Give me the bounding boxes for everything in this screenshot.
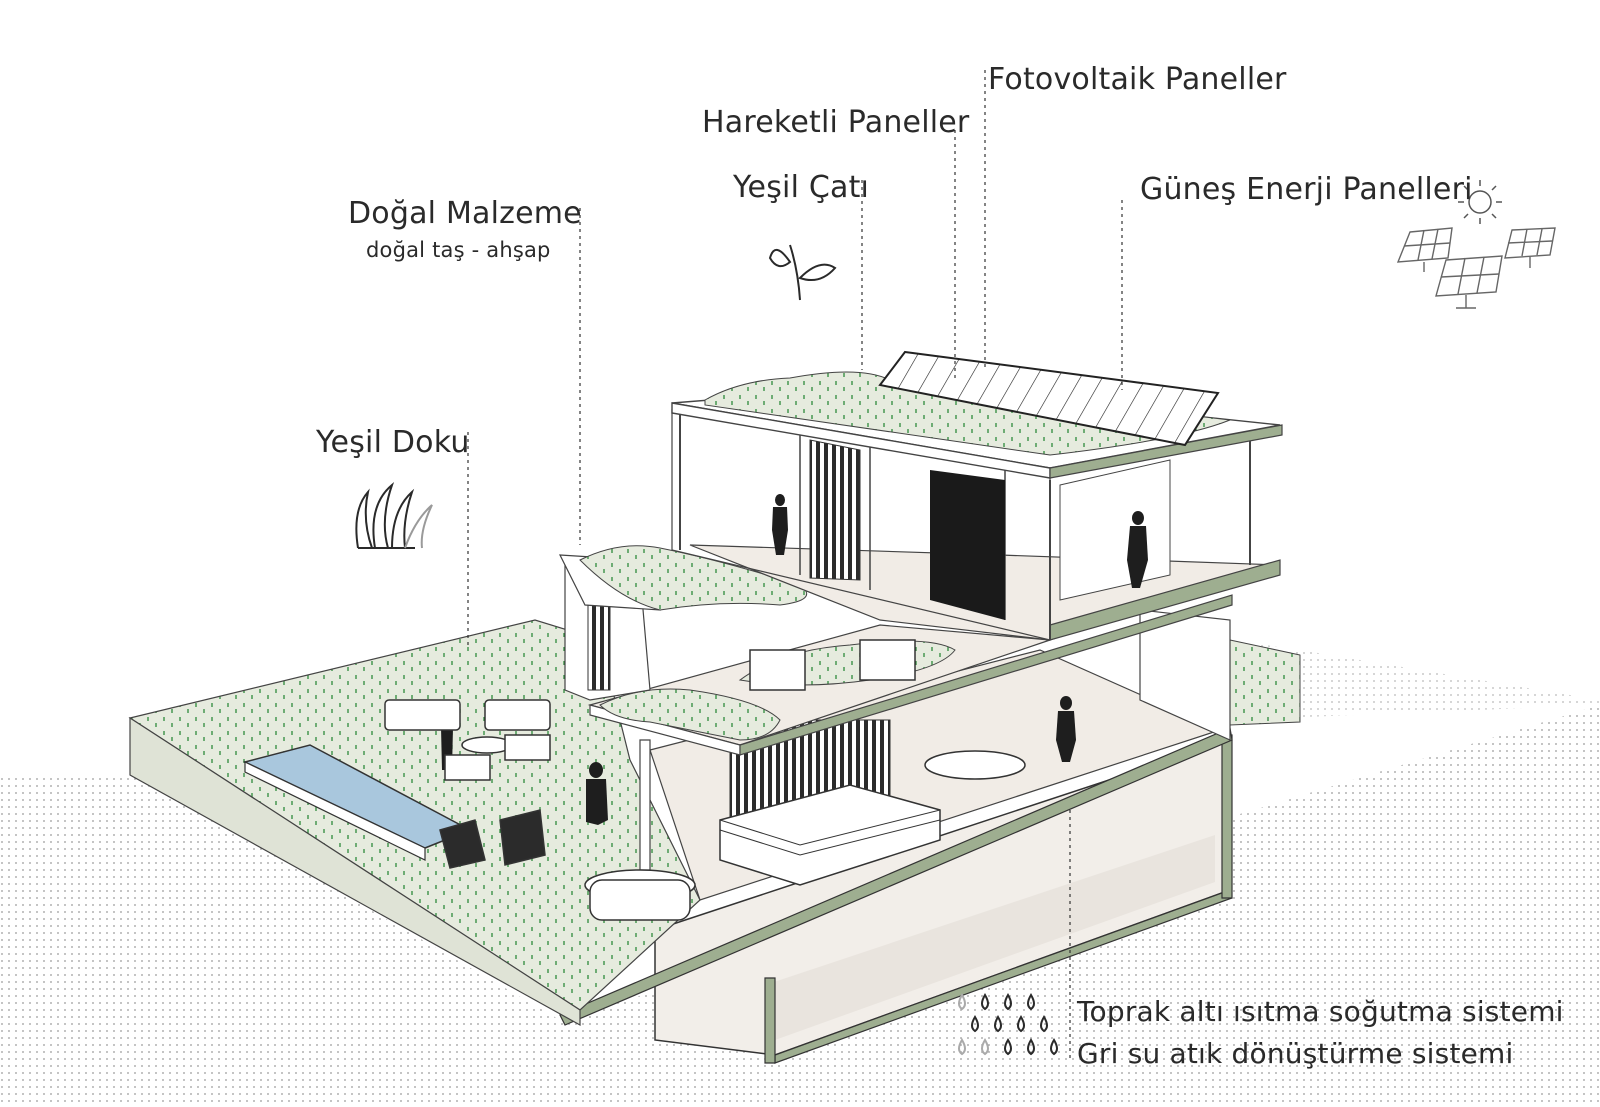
grass-icon (355, 481, 433, 549)
ground-stipple (0, 640, 1600, 1107)
label-dogal-malzeme-sub: doğal taş - ahşap (366, 238, 551, 262)
legend-line-1: Toprak altı ısıtma soğutma sistemi (1077, 995, 1564, 1028)
solar-panels-icon (1396, 227, 1556, 309)
legend-line-2: Gri su atık dönüştürme sistemi (1077, 1037, 1514, 1070)
label-hareketli-paneller: Hareketli Paneller (702, 105, 970, 140)
garden-furniture (384, 699, 691, 921)
sun-icon (1458, 180, 1502, 224)
label-yesil-cati: Yeşil Çatı (733, 170, 870, 205)
water-drops-icon (958, 993, 1058, 1056)
label-dogal-malzeme: Doğal Malzeme (348, 196, 582, 231)
basement (559, 727, 1233, 1064)
label-gunes-enerji-panelleri: Güneş Enerji Panelleri (1140, 172, 1473, 207)
label-yesil-doku: Yeşil Doku (316, 425, 470, 460)
leaf-sprout-icon (768, 244, 837, 301)
first-floor-terrace (558, 545, 1233, 756)
label-fotovoltaik-paneller: Fotovoltaik Paneller (988, 62, 1287, 97)
garden-platform (128, 619, 1301, 1027)
leader-lines (467, 70, 1123, 1060)
